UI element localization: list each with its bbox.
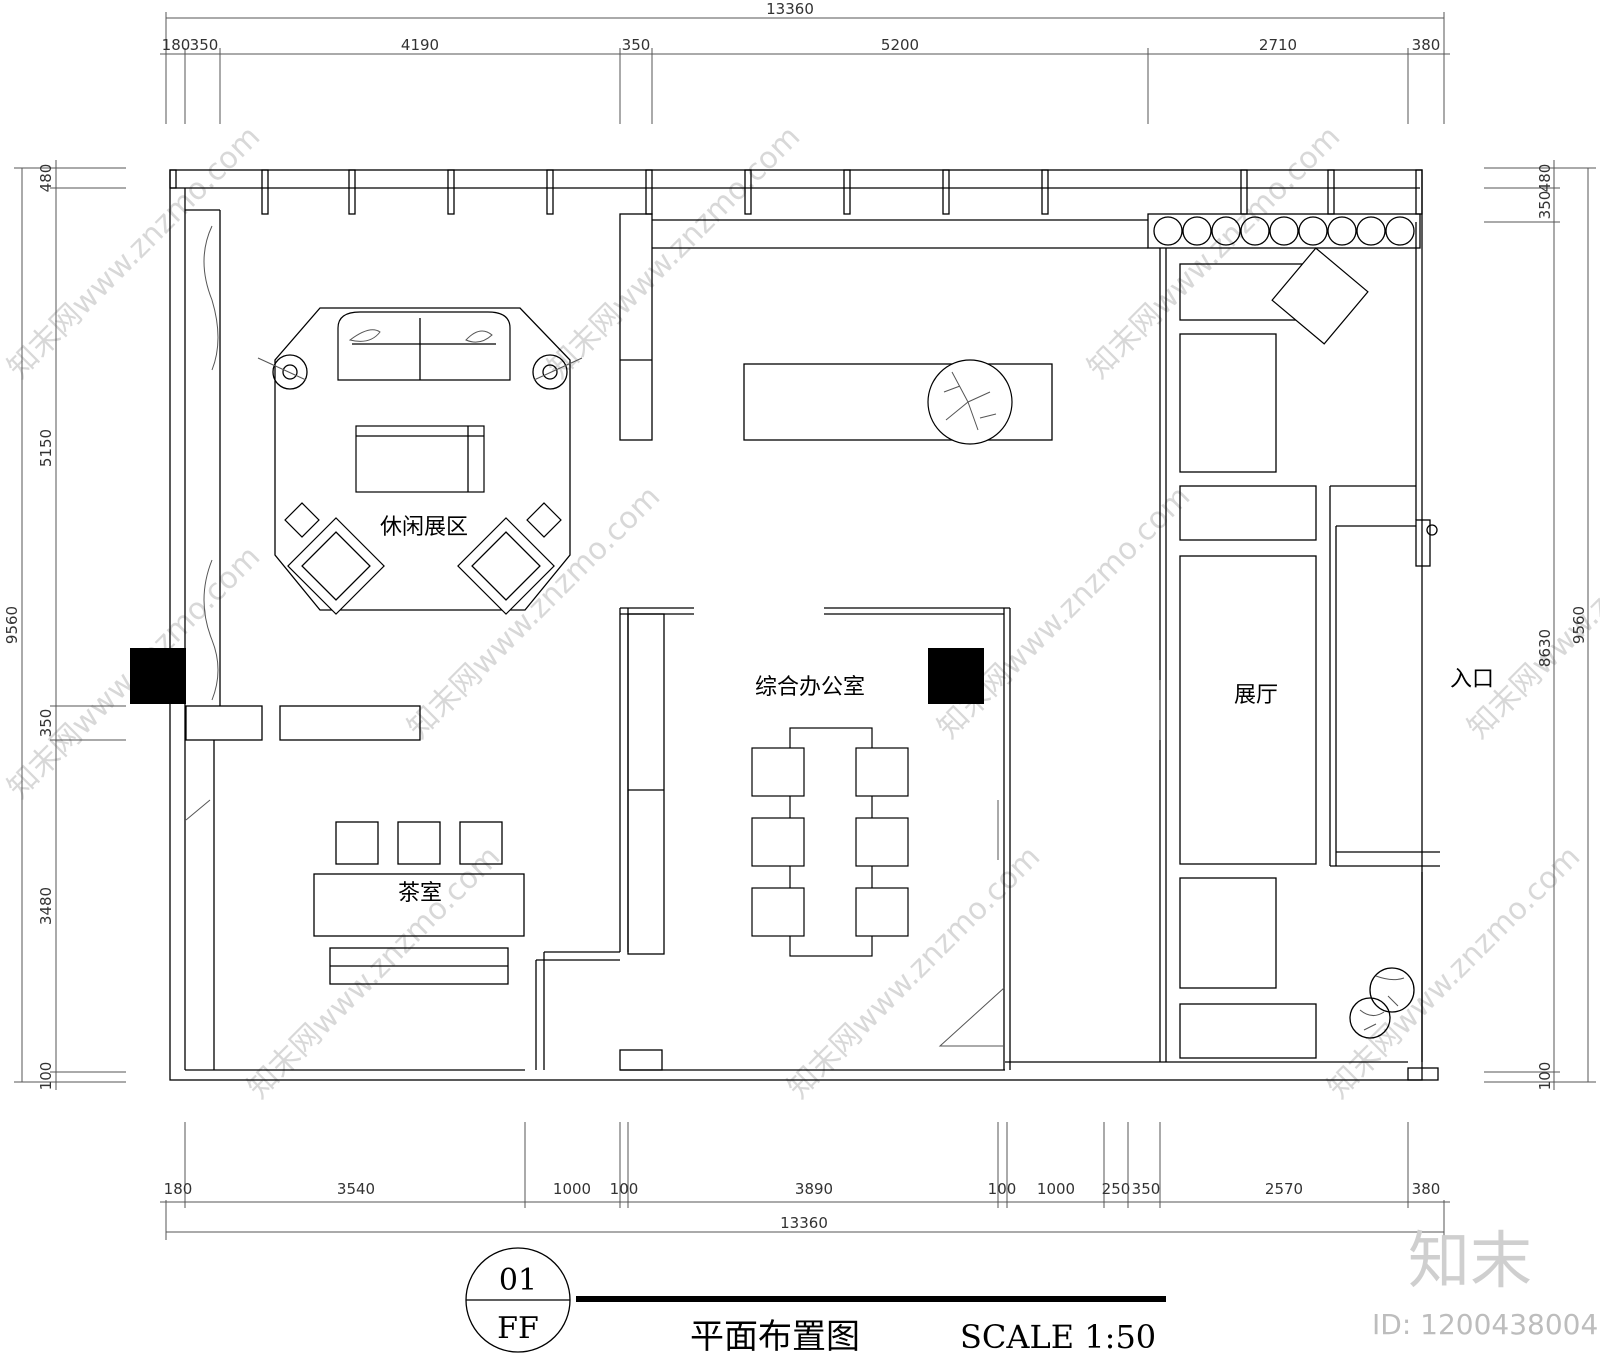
partitions — [185, 213, 1440, 1081]
column-left — [130, 648, 186, 704]
hall-furniture — [1179, 247, 1415, 1059]
dim-right-seg: 8630 — [1536, 629, 1554, 667]
drawing-scale: SCALE 1:50 — [960, 1318, 1156, 1356]
dim-top-seg: 180 — [162, 36, 191, 54]
column-center — [928, 648, 984, 704]
dim-top-seg: 5200 — [881, 36, 919, 54]
dim-left-seg: 100 — [37, 1062, 55, 1091]
office-furniture — [751, 727, 909, 957]
dim-bottom-seg: 1000 — [1037, 1180, 1075, 1198]
watermark-text: 知末网www.znzmo.com — [241, 839, 507, 1105]
dim-left-seg: 480 — [37, 164, 55, 193]
watermark-text: 知末网www.znzmo.com — [1081, 119, 1347, 385]
leisure-furniture — [257, 307, 583, 615]
dim-bottom-seg: 380 — [1412, 1180, 1441, 1198]
dim-left-total: 9560 — [3, 606, 21, 644]
dim-right-total: 9560 — [1570, 606, 1588, 644]
watermark-text: 知末网www.znzmo.com — [541, 119, 807, 385]
dim-bottom-seg: 350 — [1132, 1180, 1161, 1198]
dim-top-seg: 4190 — [401, 36, 439, 54]
dim-bottom-seg: 3890 — [795, 1180, 833, 1198]
room-label-hall: 展厅 — [1234, 683, 1278, 708]
room-label-office: 综合办公室 — [755, 675, 865, 700]
dim-bottom-seg: 100 — [610, 1180, 639, 1198]
dim-top-seg: 350 — [622, 36, 651, 54]
bottom-dimension-chain: 180 3540 1000 100 3890 100 1000 250 350 … — [160, 1122, 1450, 1240]
title-block: 01 FF 平面布置图 SCALE 1:50 — [465, 1247, 1166, 1357]
dim-left-seg: 350 — [37, 709, 55, 738]
dim-top-seg: 350 — [190, 36, 219, 54]
dim-left-seg: 3480 — [37, 887, 55, 925]
watermark-logo: 知末 — [1408, 1224, 1532, 1297]
dim-bottom-seg: 100 — [988, 1180, 1017, 1198]
dim-right-seg: 480 — [1536, 164, 1554, 193]
left-dimension-chain: 9560 480 5150 350 3480 100 — [3, 160, 126, 1090]
room-label-tea: 茶室 — [398, 881, 442, 906]
dim-bottom-seg: 1000 — [553, 1180, 591, 1198]
watermark-text: 知末网www.znzmo.com — [1, 119, 267, 385]
sheet-code: FF — [497, 1311, 539, 1346]
tea-furniture — [313, 821, 525, 985]
dim-right-seg: 100 — [1536, 1062, 1554, 1091]
watermark-text: 知末网www.znzmo.com — [931, 479, 1197, 745]
dim-bottom-seg: 180 — [164, 1180, 193, 1198]
drawing-title: 平面布置图 — [690, 1317, 860, 1357]
dim-bottom-seg: 3540 — [337, 1180, 375, 1198]
dim-bottom-seg: 2570 — [1265, 1180, 1303, 1198]
planter-row — [1147, 213, 1421, 249]
dim-top-total: 13360 — [766, 0, 814, 18]
dim-right-seg: 350 — [1536, 191, 1554, 220]
dim-bottom-total: 13360 — [780, 1214, 828, 1232]
watermark-id: ID: 1200438004 — [1372, 1308, 1598, 1341]
room-label-entrance: 入口 — [1450, 667, 1494, 692]
display-table — [743, 359, 1053, 445]
dim-top-seg: 2710 — [1259, 36, 1297, 54]
dim-top-seg: 380 — [1412, 36, 1441, 54]
right-dimension-chain: 9560 480 350 8630 100 — [1484, 160, 1596, 1090]
watermark-layer: 知末网www.znzmo.com 知末网www.znzmo.com 知末网www… — [1, 119, 1600, 1105]
drawing-number: 01 — [499, 1263, 537, 1298]
top-dimension-chain: 13360 180 350 4190 350 5200 2710 380 — [160, 0, 1450, 124]
room-label-leisure: 休闲展区 — [380, 515, 468, 540]
dim-left-seg: 5150 — [37, 429, 55, 467]
dim-bottom-seg: 250 — [1102, 1180, 1131, 1198]
